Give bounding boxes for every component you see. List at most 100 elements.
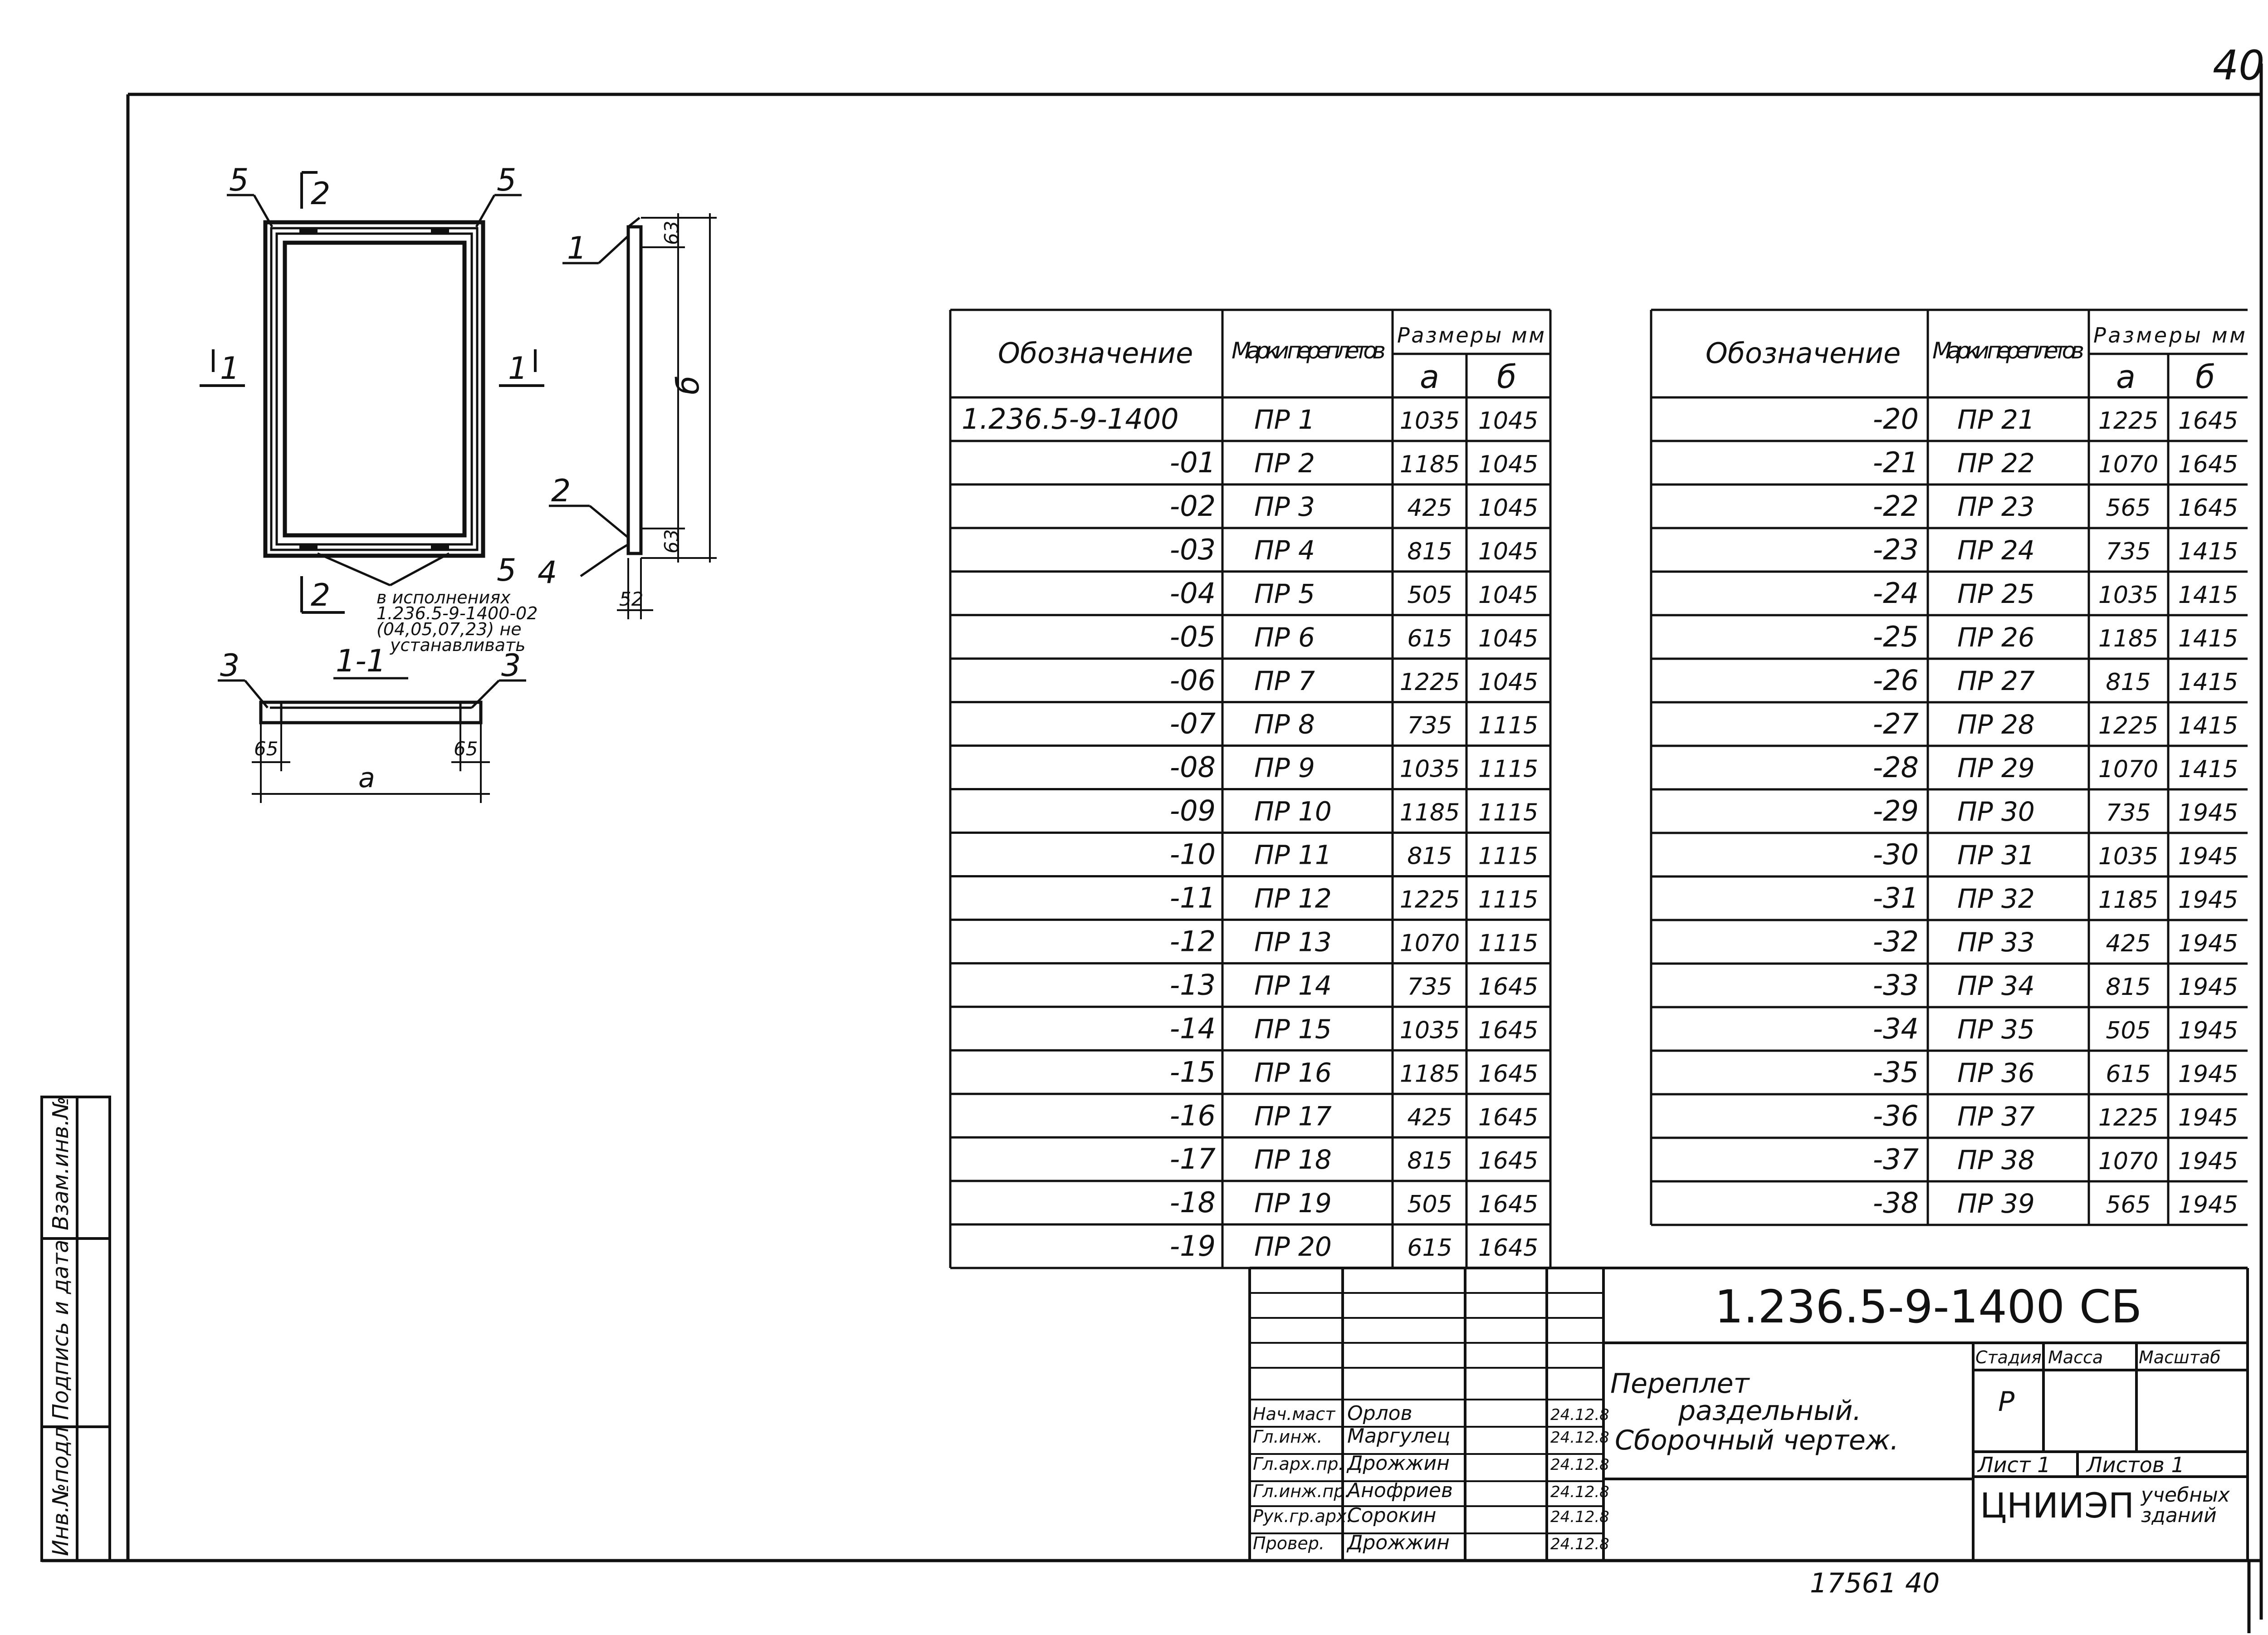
right-row-a: 815 (2106, 669, 2151, 696)
left-row-mark: ПР 12 (1254, 883, 1332, 914)
right-row-mark: ПР 31 (1957, 840, 2035, 871)
frame-side-view: 63 63 б 52 1 2 4 (538, 213, 717, 619)
left-row-a: 615 (1407, 625, 1452, 652)
marks-table-left: Обозначение Марки переплетов Размеры мм … (949, 308, 1552, 1269)
left-row-designation: -17 (1170, 1142, 1216, 1175)
marks-table-right: Обозначение Марки переплетов Размеры мм … (1650, 308, 2248, 1226)
left-row-designation: -03 (1170, 533, 1216, 566)
left-row-b: 1115 (1478, 930, 1538, 957)
left-row-b: 1645 (1478, 1017, 1538, 1044)
right-row-b: 1415 (2178, 582, 2238, 609)
right-row-b: 1945 (2178, 930, 2238, 957)
left-row-designation: -13 (1170, 968, 1216, 1001)
signature-name: Анофриев (1346, 1479, 1453, 1502)
left-row-mark: ПР 8 (1254, 709, 1315, 740)
right-row-mark: ПР 21 (1957, 404, 2035, 435)
right-row-b: 1415 (2178, 712, 2238, 739)
mark-5-left: 5 (229, 162, 249, 198)
mark-2-bottom: 2 (311, 578, 330, 613)
right-row-a: 505 (2106, 1017, 2151, 1044)
right-row-mark: ПР 38 (1957, 1145, 2035, 1175)
note-line-3: (04,05,07,23) не (376, 619, 522, 639)
left-header-b: б (1497, 358, 1516, 396)
sheet-frame (42, 64, 2263, 1633)
right-row-designation: -30 (1873, 838, 1919, 871)
mark-1-right: 1 (508, 351, 528, 387)
right-row-designation: -26 (1873, 664, 1919, 697)
right-row-a: 1035 (2098, 843, 2158, 870)
left-row-b: 1045 (1478, 669, 1538, 696)
right-row-designation: -28 (1873, 751, 1919, 784)
right-row-a: 565 (2106, 494, 2151, 522)
left-row-b: 1645 (1478, 1104, 1538, 1131)
section-title: 1-1 (336, 643, 386, 679)
note-block: в исполнениях 1.236.5-9-1400-02 (04,05,0… (376, 587, 538, 655)
signature-date: 24.12.8 (1550, 1535, 1609, 1553)
stamp-replace-label: Взам.инв.№ (48, 1097, 73, 1230)
left-row-a: 1035 (1400, 407, 1460, 435)
dim-65-right: 65 (454, 738, 478, 760)
right-row-a: 1225 (2098, 712, 2158, 739)
title-line-1: Переплет (1610, 1368, 1750, 1400)
left-row-b: 1645 (1478, 1191, 1538, 1218)
right-row-a: 565 (2106, 1191, 2151, 1219)
mark-5-bottom: 5 (497, 553, 516, 588)
right-row-mark: ПР 22 (1957, 448, 2035, 479)
right-row-designation: -33 (1873, 969, 1919, 1002)
left-row-mark: ПР 1 (1254, 404, 1315, 435)
left-row-a: 1185 (1400, 451, 1460, 478)
left-header-marks: Марки переплетов (1232, 338, 1386, 364)
right-row-a: 735 (2106, 538, 2151, 565)
left-row-designation: -18 (1170, 1186, 1216, 1219)
right-row-b: 1415 (2178, 756, 2238, 783)
left-row-designation: -05 (1170, 620, 1216, 653)
title-line-3: Сборочный чертеж. (1615, 1425, 1899, 1456)
right-row-mark: ПР 23 (1957, 491, 2035, 522)
right-row-designation: -22 (1873, 490, 1919, 523)
left-row-designation: -10 (1170, 838, 1216, 871)
signature-date: 24.12.8 (1550, 1429, 1609, 1447)
mark-2-top: 2 (311, 176, 330, 212)
left-row-b: 1645 (1478, 1060, 1538, 1087)
right-row-b: 1945 (2178, 1017, 2238, 1044)
title-block: 1.236.5-9-1400 СБ Переплет раздельный. С… (1248, 1267, 2249, 1561)
right-row-designation: -21 (1873, 446, 1919, 479)
signature-role: Гл.арх.пр. (1253, 1454, 1344, 1474)
right-header-a: а (2116, 358, 2136, 396)
signature-role: Провер. (1253, 1533, 1325, 1553)
footer-number: 17561 40 (1810, 1567, 1940, 1599)
col-scale: Масштаб (2139, 1347, 2221, 1367)
signature-date: 24.12.8 (1550, 1483, 1609, 1501)
left-row-a: 615 (1407, 1234, 1452, 1262)
left-row-b: 1045 (1478, 451, 1538, 478)
left-row-b: 1115 (1478, 712, 1538, 739)
right-row-b: 1645 (2178, 494, 2238, 522)
right-row-b: 1945 (2178, 1104, 2238, 1131)
right-row-mark: ПР 27 (1957, 666, 2035, 696)
left-header-sizes: Размеры мм (1397, 323, 1545, 348)
left-row-mark: ПР 4 (1254, 535, 1315, 566)
left-row-mark: ПР 19 (1254, 1188, 1332, 1219)
right-row-b: 1415 (2178, 625, 2238, 652)
left-row-mark: ПР 13 (1254, 926, 1332, 957)
org-sub-1: учебных (2140, 1483, 2230, 1507)
left-row-a: 1225 (1400, 886, 1460, 914)
signature-role: Рук.гр.арх. (1253, 1506, 1352, 1526)
left-row-a: 1070 (1400, 930, 1460, 957)
right-row-a: 1185 (2098, 886, 2158, 914)
left-row-b: 1045 (1478, 494, 1538, 522)
left-row-designation: 1.236.5-9-1400 (962, 402, 1179, 436)
left-row-designation: -06 (1170, 664, 1216, 697)
right-header-marks: Марки переплетов (1932, 338, 2084, 364)
mark-5-right: 5 (497, 162, 516, 198)
col-mass: Масса (2048, 1347, 2103, 1367)
left-row-designation: -14 (1170, 1012, 1216, 1045)
left-row-a: 425 (1407, 494, 1452, 522)
left-row-designation: -08 (1170, 751, 1216, 784)
left-row-a: 1035 (1400, 756, 1460, 783)
signature-role: Нач.маст (1253, 1404, 1336, 1424)
section-1-1: 1-1 3 3 65 65 а (218, 643, 526, 803)
right-row-mark: ПР 30 (1957, 796, 2035, 827)
stamp-inv-label: Инв.№подл (48, 1427, 73, 1556)
